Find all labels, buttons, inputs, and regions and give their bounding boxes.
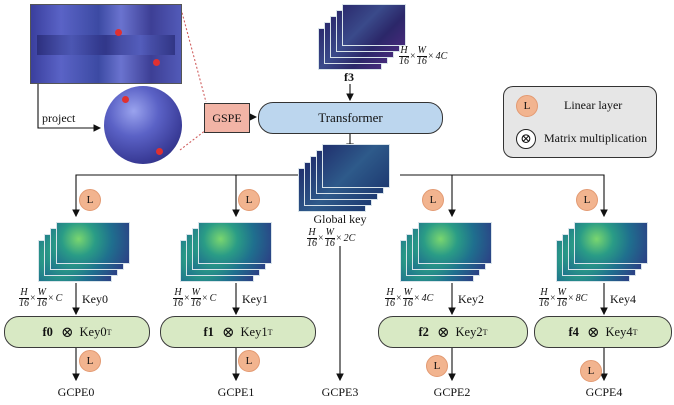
sphere-image bbox=[104, 86, 182, 164]
linear-icon-branch1: L bbox=[238, 189, 260, 211]
output-gcpe4: GCPE4 bbox=[585, 385, 623, 399]
output-gcpe0: GCPE0 bbox=[57, 385, 95, 399]
legend: L Linear layer ⊗ Matrix multiplication bbox=[503, 86, 657, 158]
linear-icon-out2: L bbox=[426, 355, 448, 377]
key0-label: Key0 bbox=[82, 292, 108, 306]
linear-icon-out0: L bbox=[79, 350, 101, 372]
linear-icon-branch3: L bbox=[576, 189, 598, 211]
f3-label: f3 bbox=[344, 70, 354, 84]
legend-matmul-label: Matrix multiplication bbox=[544, 131, 647, 145]
key4-label: Key4 bbox=[610, 292, 636, 306]
transformer-block: Transformer bbox=[258, 102, 443, 134]
output-gcpe3: GCPE3 bbox=[321, 385, 359, 399]
panorama-image bbox=[30, 4, 182, 84]
linear-icon-out1: L bbox=[238, 350, 260, 372]
linear-icon-out3: L bbox=[580, 360, 602, 382]
legend-linear-icon: L bbox=[516, 95, 538, 117]
key2-label: Key2 bbox=[458, 292, 484, 306]
linear-icon-branch2: L bbox=[422, 189, 444, 211]
linear-icon-branch0: L bbox=[79, 189, 101, 211]
legend-matmul-icon: ⊗ bbox=[516, 129, 536, 149]
key1-label: Key1 bbox=[242, 292, 268, 306]
legend-linear-label: Linear layer bbox=[564, 98, 623, 112]
project-label: project bbox=[42, 111, 76, 125]
gspe-box: GSPE bbox=[204, 103, 250, 133]
global-key-label: Global key bbox=[313, 212, 367, 226]
output-gcpe1: GCPE1 bbox=[217, 385, 255, 399]
output-gcpe2: GCPE2 bbox=[433, 385, 471, 399]
